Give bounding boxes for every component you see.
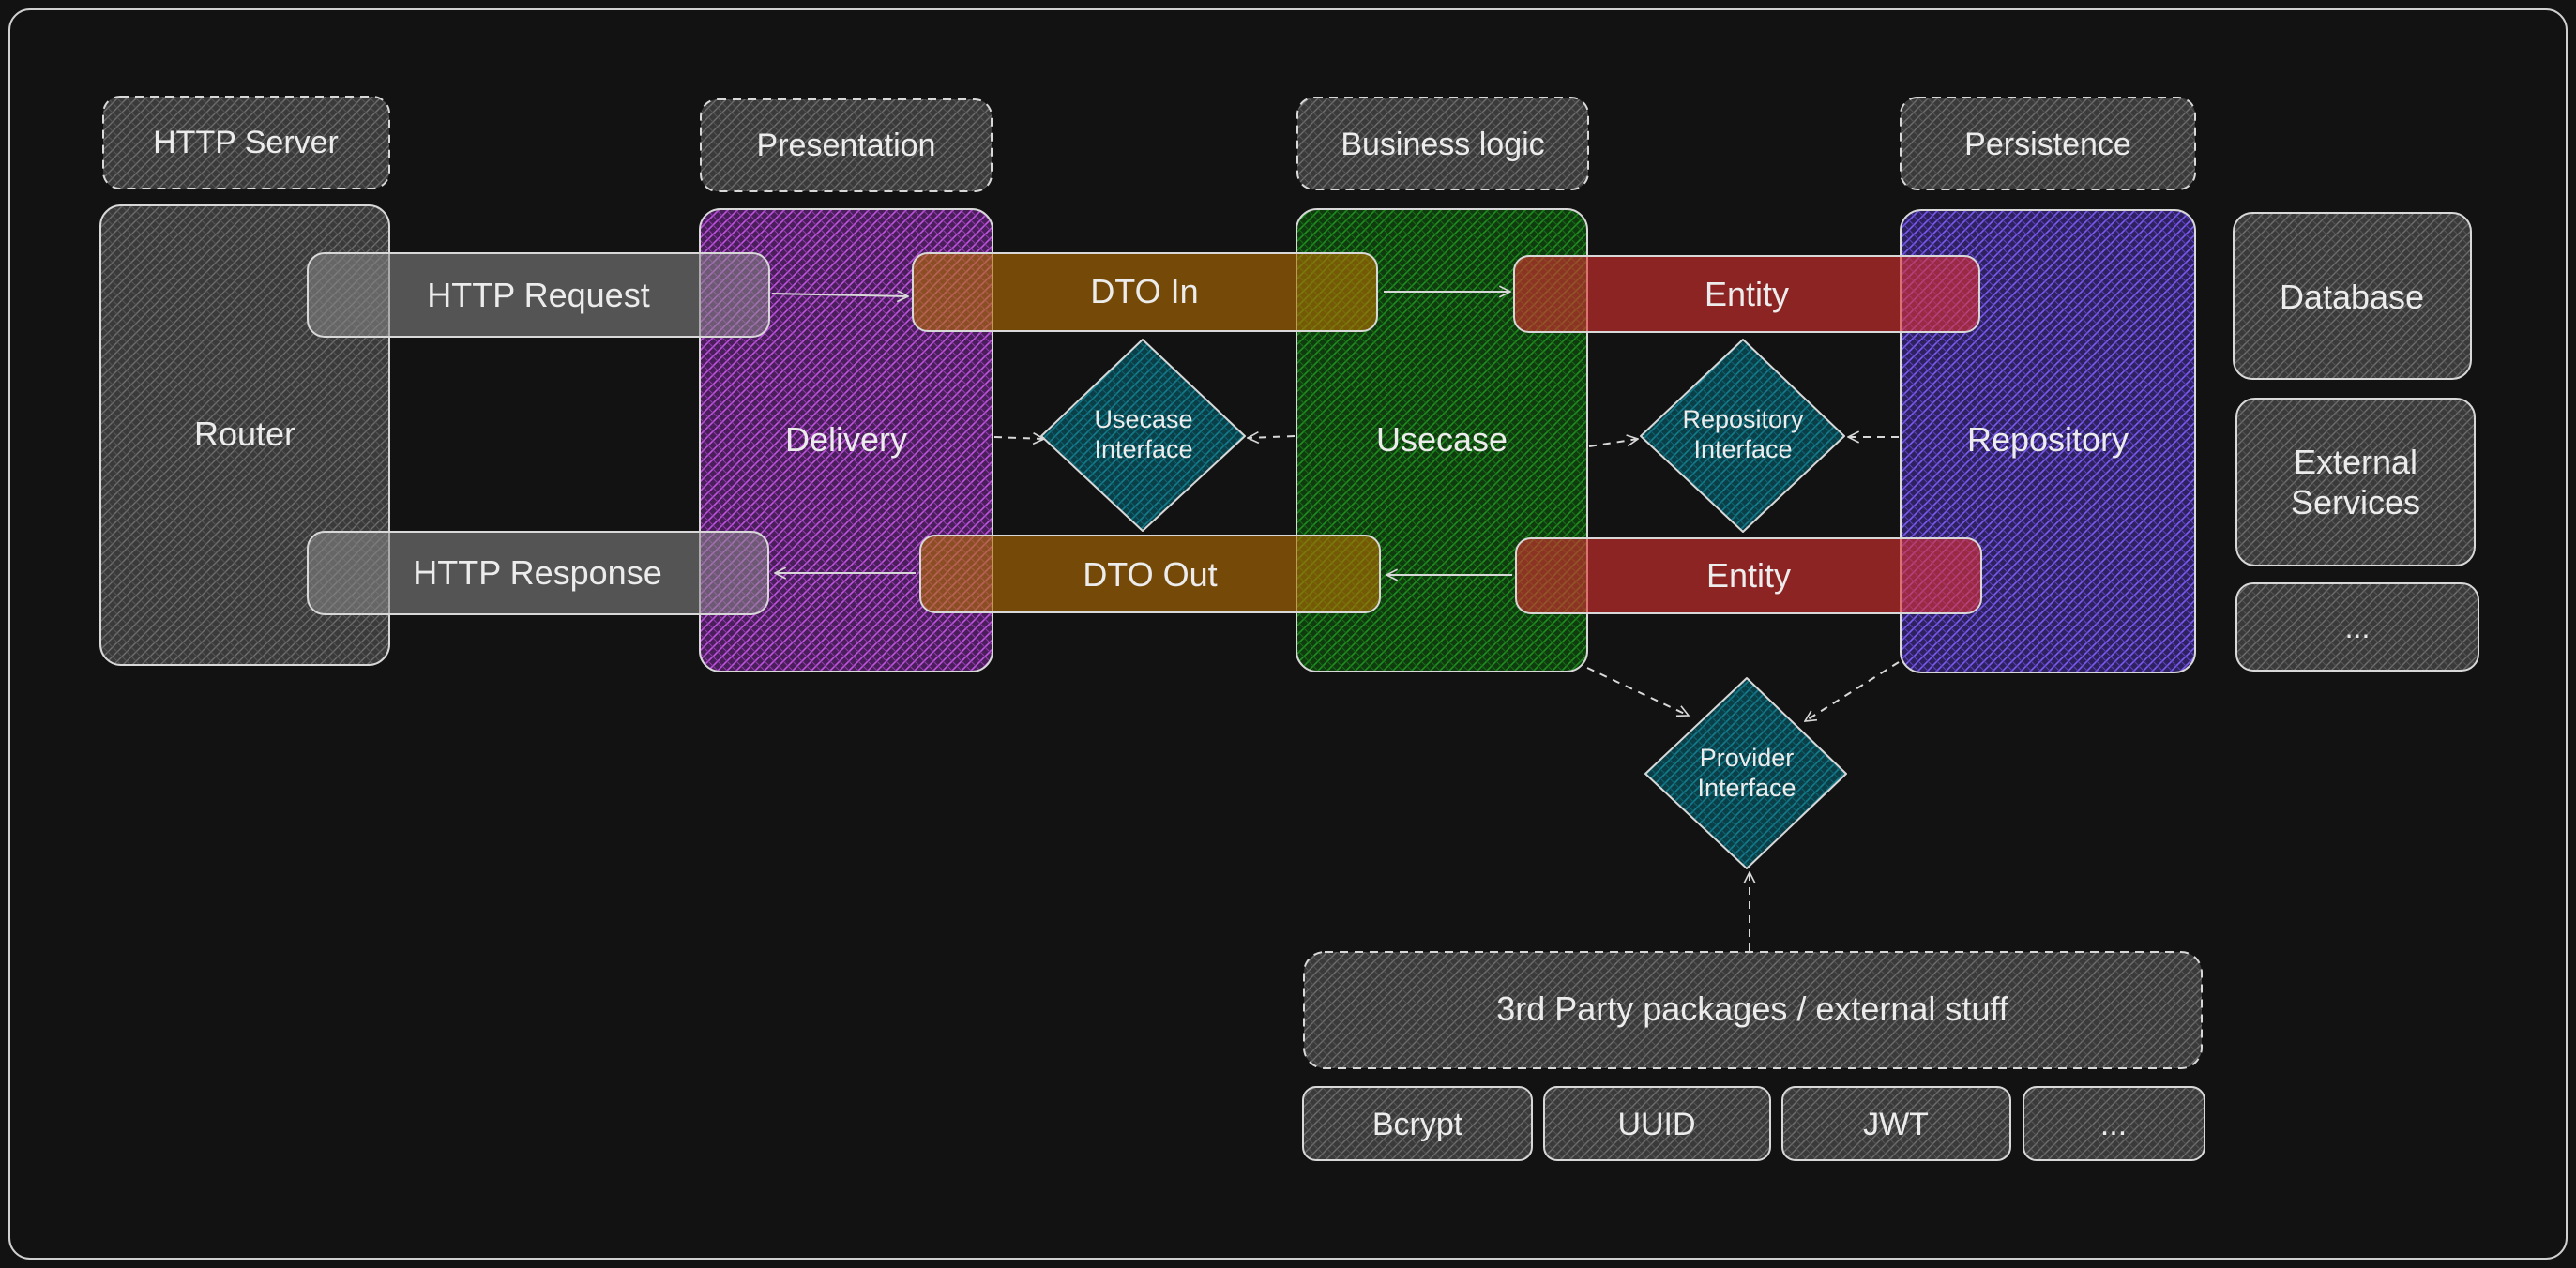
provider-interface-label-line1: Provider [1700,744,1795,772]
http-request-label: HTTP Request [427,276,649,314]
entity-top-label: Entity [1705,275,1789,313]
provider-interface-diamond: Provider Interface [1644,677,1847,869]
arrow-request-to-dto-in [771,294,908,296]
usecase-interface-label-line1: Usecase [1094,405,1192,433]
http-response-label: HTTP Response [413,553,661,592]
third-party-box: 3rd Party packages / external stuff [1303,951,2203,1069]
layer-persistence-label: Persistence [1964,127,2131,162]
layer-presentation: Presentation [700,98,993,192]
layer-http-server: HTTP Server [102,96,390,189]
external-services-label-line1: External [2294,443,2417,481]
entity-bottom-box: Entity [1515,537,1982,614]
package-uuid: UUID [1543,1086,1771,1161]
entity-bottom-label: Entity [1706,556,1791,595]
third-party-label: 3rd Party packages / external stuff [1496,989,2009,1028]
router-label: Router [194,415,295,453]
database-box: Database [2233,212,2472,380]
package-jwt: JWT [1781,1086,2011,1161]
storage-more-box: ... [2235,582,2479,672]
layer-persistence: Persistence [1900,97,2196,190]
package-more: ... [2023,1086,2205,1161]
usecase-label: Usecase [1376,420,1508,459]
repository-interface-label-line1: Repository [1682,405,1804,433]
layer-presentation-label: Presentation [757,128,936,163]
arrow-repository-to-provider-interface [1805,661,1900,721]
layer-business-logic: Business logic [1296,97,1589,190]
provider-interface-label-line2: Interface [1697,774,1796,802]
http-request-box: HTTP Request [307,252,770,338]
repository-label: Repository [1967,420,2129,459]
database-label: Database [2280,278,2424,316]
repository-interface-diamond: Repository Interface [1640,339,1845,533]
http-response-box: HTTP Response [307,531,769,615]
usecase-interface-label-line2: Interface [1094,435,1192,463]
dto-out-box: DTO Out [919,535,1381,613]
dto-in-label: DTO In [1090,272,1198,310]
repository-interface-label-line2: Interface [1693,435,1792,463]
entity-top-box: Entity [1513,255,1980,333]
external-services-box: External Services [2235,398,2476,566]
dto-in-box: DTO In [912,252,1378,332]
package-bcrypt-label: Bcrypt [1372,1107,1463,1142]
delivery-label: Delivery [785,420,907,459]
arrow-usecase-to-provider-interface [1586,667,1689,716]
layer-business-logic-label: Business logic [1341,127,1544,162]
package-uuid-label: UUID [1617,1107,1695,1142]
storage-more-label: ... [2345,611,2371,644]
external-services-label-line2: Services [2291,483,2420,521]
layer-http-server-label: HTTP Server [153,125,339,160]
dto-out-label: DTO Out [1083,555,1217,594]
usecase-interface-diamond: Usecase Interface [1040,339,1246,532]
package-jwt-label: JWT [1863,1107,1929,1142]
package-bcrypt: Bcrypt [1302,1086,1533,1161]
package-more-label: ... [2100,1107,2127,1142]
